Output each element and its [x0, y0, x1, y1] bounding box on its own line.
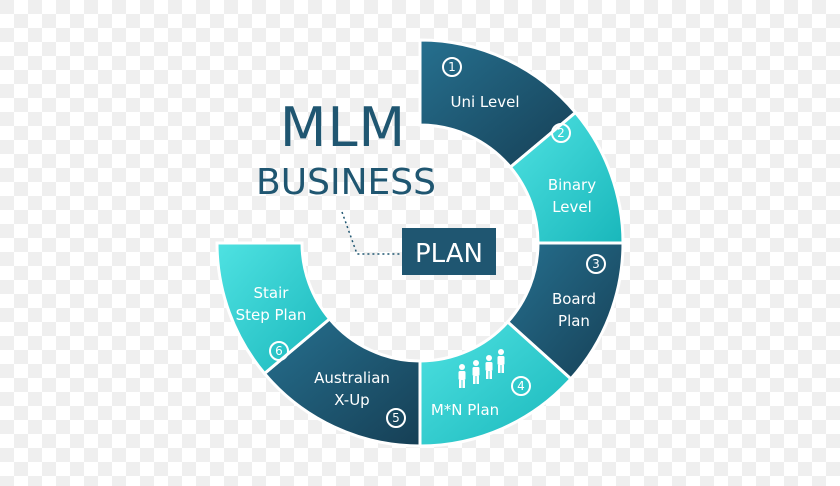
segment-label: Uni Level: [450, 93, 519, 111]
segment-shape: [215, 241, 332, 376]
segment-number: 5: [392, 411, 400, 425]
segment-label: Stair: [254, 284, 290, 302]
people-icon: [458, 349, 505, 388]
segment-label: M*N Plan: [431, 401, 499, 419]
number-circle: [386, 408, 406, 428]
segment-number: 4: [517, 379, 525, 393]
segment-label: Step Plan: [236, 306, 307, 324]
segment-4: M*N Plan 4: [418, 319, 573, 448]
plan-box: [402, 228, 496, 275]
segment-label: X-Up: [334, 391, 369, 409]
title-plan: PLAN: [415, 239, 483, 269]
segment-label: Plan: [558, 312, 590, 330]
segment-label: Binary: [548, 176, 596, 194]
title-business: BUSINESS: [256, 162, 436, 203]
number-circle: [269, 341, 289, 361]
segment-label: Level: [552, 198, 592, 216]
segment-number: 6: [275, 344, 283, 358]
segment-number: 1: [448, 60, 456, 74]
number-circle: [586, 254, 606, 274]
segment-label: Board: [552, 290, 596, 308]
number-circle: [511, 376, 531, 396]
number-circle: [551, 123, 571, 143]
segment-label: Australian: [314, 369, 390, 387]
connector-line: [341, 211, 401, 255]
title-mlm: MLM: [280, 96, 406, 159]
segment-number: 2: [557, 126, 565, 140]
number-circle: [442, 57, 462, 77]
segment-number: 3: [592, 257, 600, 271]
